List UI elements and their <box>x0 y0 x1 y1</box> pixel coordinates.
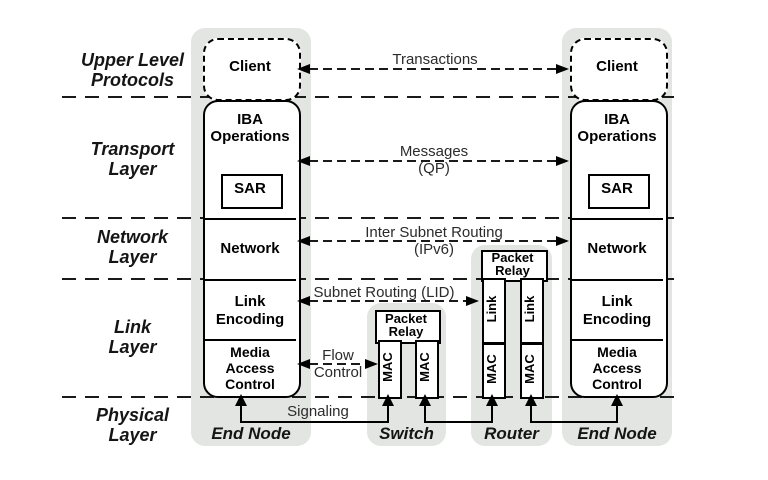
router-mac1-label: MAC <box>484 354 499 384</box>
switch-mac2-box <box>415 340 439 399</box>
mac-label-left: Media Access Control <box>225 344 275 392</box>
signaling-arrowhead-endnode-right <box>611 394 623 406</box>
divider-linkenc-mac-right <box>571 339 663 341</box>
transactions-arrowhead-left <box>297 64 310 74</box>
signaling-arrowhead-router-mac2 <box>525 394 537 406</box>
protocol-stack-box-right <box>570 100 668 398</box>
messages-arrow-line <box>309 160 557 162</box>
router-mac1-box <box>482 343 506 399</box>
switch-mac1-label: MAC <box>380 352 395 382</box>
flow-control-arrowhead-right <box>365 359 378 369</box>
link-encoding-label-left: Link Encoding <box>215 293 285 328</box>
signaling-stub-switch-mac1 <box>387 405 389 423</box>
client-label-right: Client <box>596 58 638 75</box>
separator-upper-transport <box>62 96 680 98</box>
divider-network-link-left <box>204 279 296 281</box>
flow-control-arrowhead-left <box>297 359 310 369</box>
mac-label-right: Media Access Control <box>592 344 642 392</box>
layer-label-upper: Upper Level Protocols <box>80 50 185 90</box>
inter-subnet-label: Inter Subnet Routing (IPv6) <box>365 224 503 258</box>
inter-subnet-arrowhead-right <box>556 236 569 246</box>
signaling-stub-router-mac2 <box>530 405 532 423</box>
messages-arrowhead-left <box>297 156 310 166</box>
transactions-arrowhead-right <box>556 64 569 74</box>
router-packet-relay-box <box>481 250 548 282</box>
subnet-routing-arrowhead-right <box>466 296 479 306</box>
layer-label-network: Network Layer <box>96 227 168 267</box>
end-node-left-caption: End Node <box>211 424 291 443</box>
divider-network-link-right <box>571 279 663 281</box>
separator-transport-network <box>62 217 680 219</box>
end-node-right-caption: End Node <box>577 424 657 443</box>
router-mac2-label: MAC <box>522 354 537 384</box>
router-link1-box <box>482 278 506 344</box>
signaling-stub-switch-mac2 <box>424 405 426 423</box>
separator-network-link <box>62 278 680 280</box>
signaling-stub-endnode-right <box>616 405 618 423</box>
iba-operations-label-left: IBA Operations <box>210 111 290 145</box>
inter-subnet-arrow-line <box>309 240 557 242</box>
protocol-stack-box-left <box>203 100 301 398</box>
signaling-stub-router-mac1 <box>491 405 493 423</box>
signaling-label: Signaling <box>287 403 349 420</box>
network-label-left: Network <box>220 240 280 257</box>
signaling-run-endnode-switch <box>240 421 389 423</box>
layer-label-transport: Transport Layer <box>90 139 175 179</box>
signaling-arrowhead-switch-mac1 <box>382 394 394 406</box>
messages-label: Messages (QP) <box>399 143 469 177</box>
subnet-routing-arrowhead-left <box>297 296 310 306</box>
transactions-arrow-line <box>309 68 557 70</box>
messages-arrowhead-right <box>556 156 569 166</box>
signaling-stub-endnode-left <box>240 405 242 423</box>
subnet-routing-label: Subnet Routing (LID) <box>313 284 455 301</box>
switch-mac2-label: MAC <box>417 352 432 382</box>
router-link1-label: Link <box>484 295 499 323</box>
router-packet-relay-label: Packet Relay <box>491 250 534 278</box>
switch-caption: Switch <box>379 424 434 443</box>
sar-box-right <box>588 174 650 209</box>
divider-transport-network-right <box>571 218 663 220</box>
sar-label-left: SAR <box>234 180 266 197</box>
sar-box-left <box>221 174 283 209</box>
router-caption: Router <box>484 424 539 443</box>
switch-packet-relay-label: Packet Relay <box>385 311 427 339</box>
inter-subnet-arrowhead-left <box>297 236 310 246</box>
iba-operations-label-right: IBA Operations <box>577 111 657 145</box>
switch-packet-relay-box <box>375 310 441 344</box>
signaling-arrowhead-endnode-left <box>235 394 247 406</box>
client-box-right <box>570 38 668 101</box>
signaling-arrowhead-switch-mac2 <box>419 394 431 406</box>
transactions-label: Transactions <box>392 51 478 68</box>
network-label-right: Network <box>587 240 647 257</box>
flow-control-label: Flow Control <box>313 347 363 381</box>
divider-transport-network-left <box>204 218 296 220</box>
subnet-routing-arrow-line <box>309 300 467 302</box>
flow-control-arrow-line <box>309 363 366 365</box>
link-encoding-label-right: Link Encoding <box>582 293 652 328</box>
sar-label-right: SAR <box>601 180 633 197</box>
signaling-run-switch-router <box>424 421 493 423</box>
switch-mac1-box <box>378 340 402 399</box>
client-label-left: Client <box>229 58 271 75</box>
layer-label-link: Link Layer <box>108 317 157 357</box>
router-link2-label: Link <box>522 295 537 323</box>
signaling-arrowhead-router-mac1 <box>486 394 498 406</box>
divider-linkenc-mac-left <box>204 339 296 341</box>
separator-link-physical <box>62 396 680 398</box>
signaling-run-router-endnode <box>530 421 618 423</box>
router-link2-box <box>520 278 544 344</box>
layer-label-physical: Physical Layer <box>95 405 170 445</box>
